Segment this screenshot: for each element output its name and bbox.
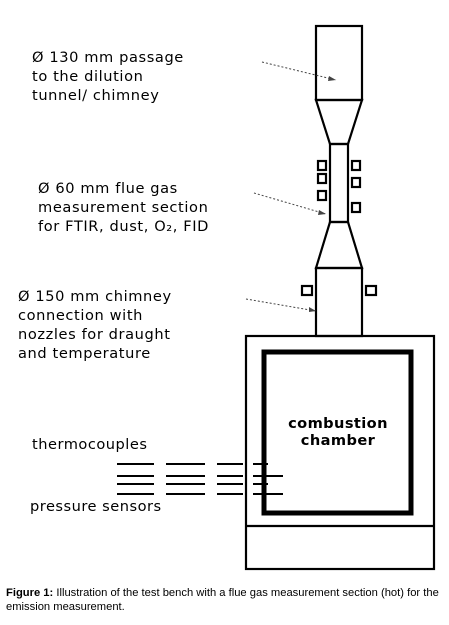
label-section-line-1: Ø 60 mm flue gas <box>38 180 178 197</box>
label-chimney-line-4: and temperature <box>18 345 151 362</box>
measurement-section-tube <box>328 142 350 224</box>
nozzle-left-3 <box>316 189 328 202</box>
label-passage-line-2: to the dilution <box>32 68 143 85</box>
label-section-line-3: for FTIR, dust, O₂, FID <box>38 218 209 235</box>
leader-section-arrowhead <box>318 210 326 215</box>
combustion-chamber <box>261 349 414 516</box>
lower-funnel <box>314 220 364 270</box>
leader-passage-arrowhead <box>328 76 336 81</box>
leader-section <box>253 192 327 215</box>
stove-body <box>244 334 436 571</box>
chamber-label-line-2: chamber <box>301 432 376 449</box>
nozzle-left-1 <box>316 159 328 172</box>
label-chimney-line-3: nozzles for draught <box>18 326 171 343</box>
passage-130-tube <box>314 24 364 102</box>
chimney-connection-tube <box>314 266 364 338</box>
leader-passage <box>261 61 337 81</box>
nozzle-right-1 <box>350 159 362 172</box>
chamber-label-line-1: combustion <box>288 415 388 432</box>
thermocouples-label: thermocouples <box>32 436 147 453</box>
figure-caption: Figure 1: Illustration of the test bench… <box>6 586 444 614</box>
upper-funnel <box>314 98 364 146</box>
chimney-nozzle-right <box>364 284 378 297</box>
leader-chimney-arrowhead <box>309 307 316 312</box>
label-section-line-2: measurement section <box>38 199 208 216</box>
nozzle-right-2 <box>350 176 362 189</box>
pressure-sensors-label: pressure sensors <box>30 498 162 515</box>
caption-text: Illustration of the test bench with a fl… <box>6 587 439 613</box>
chimney-nozzle-left <box>300 284 314 297</box>
label-chimney-line-1: Ø 150 mm chimney <box>18 288 172 305</box>
nozzle-right-3 <box>350 201 362 214</box>
caption-label: Figure 1: <box>6 587 54 599</box>
label-passage-line-1: Ø 130 mm passage <box>32 49 184 66</box>
label-chimney-line-2: connection with <box>18 307 143 324</box>
nozzle-left-2 <box>316 172 328 185</box>
label-passage-line-3: tunnel/ chimney <box>32 87 159 104</box>
leader-chimney <box>245 298 317 312</box>
